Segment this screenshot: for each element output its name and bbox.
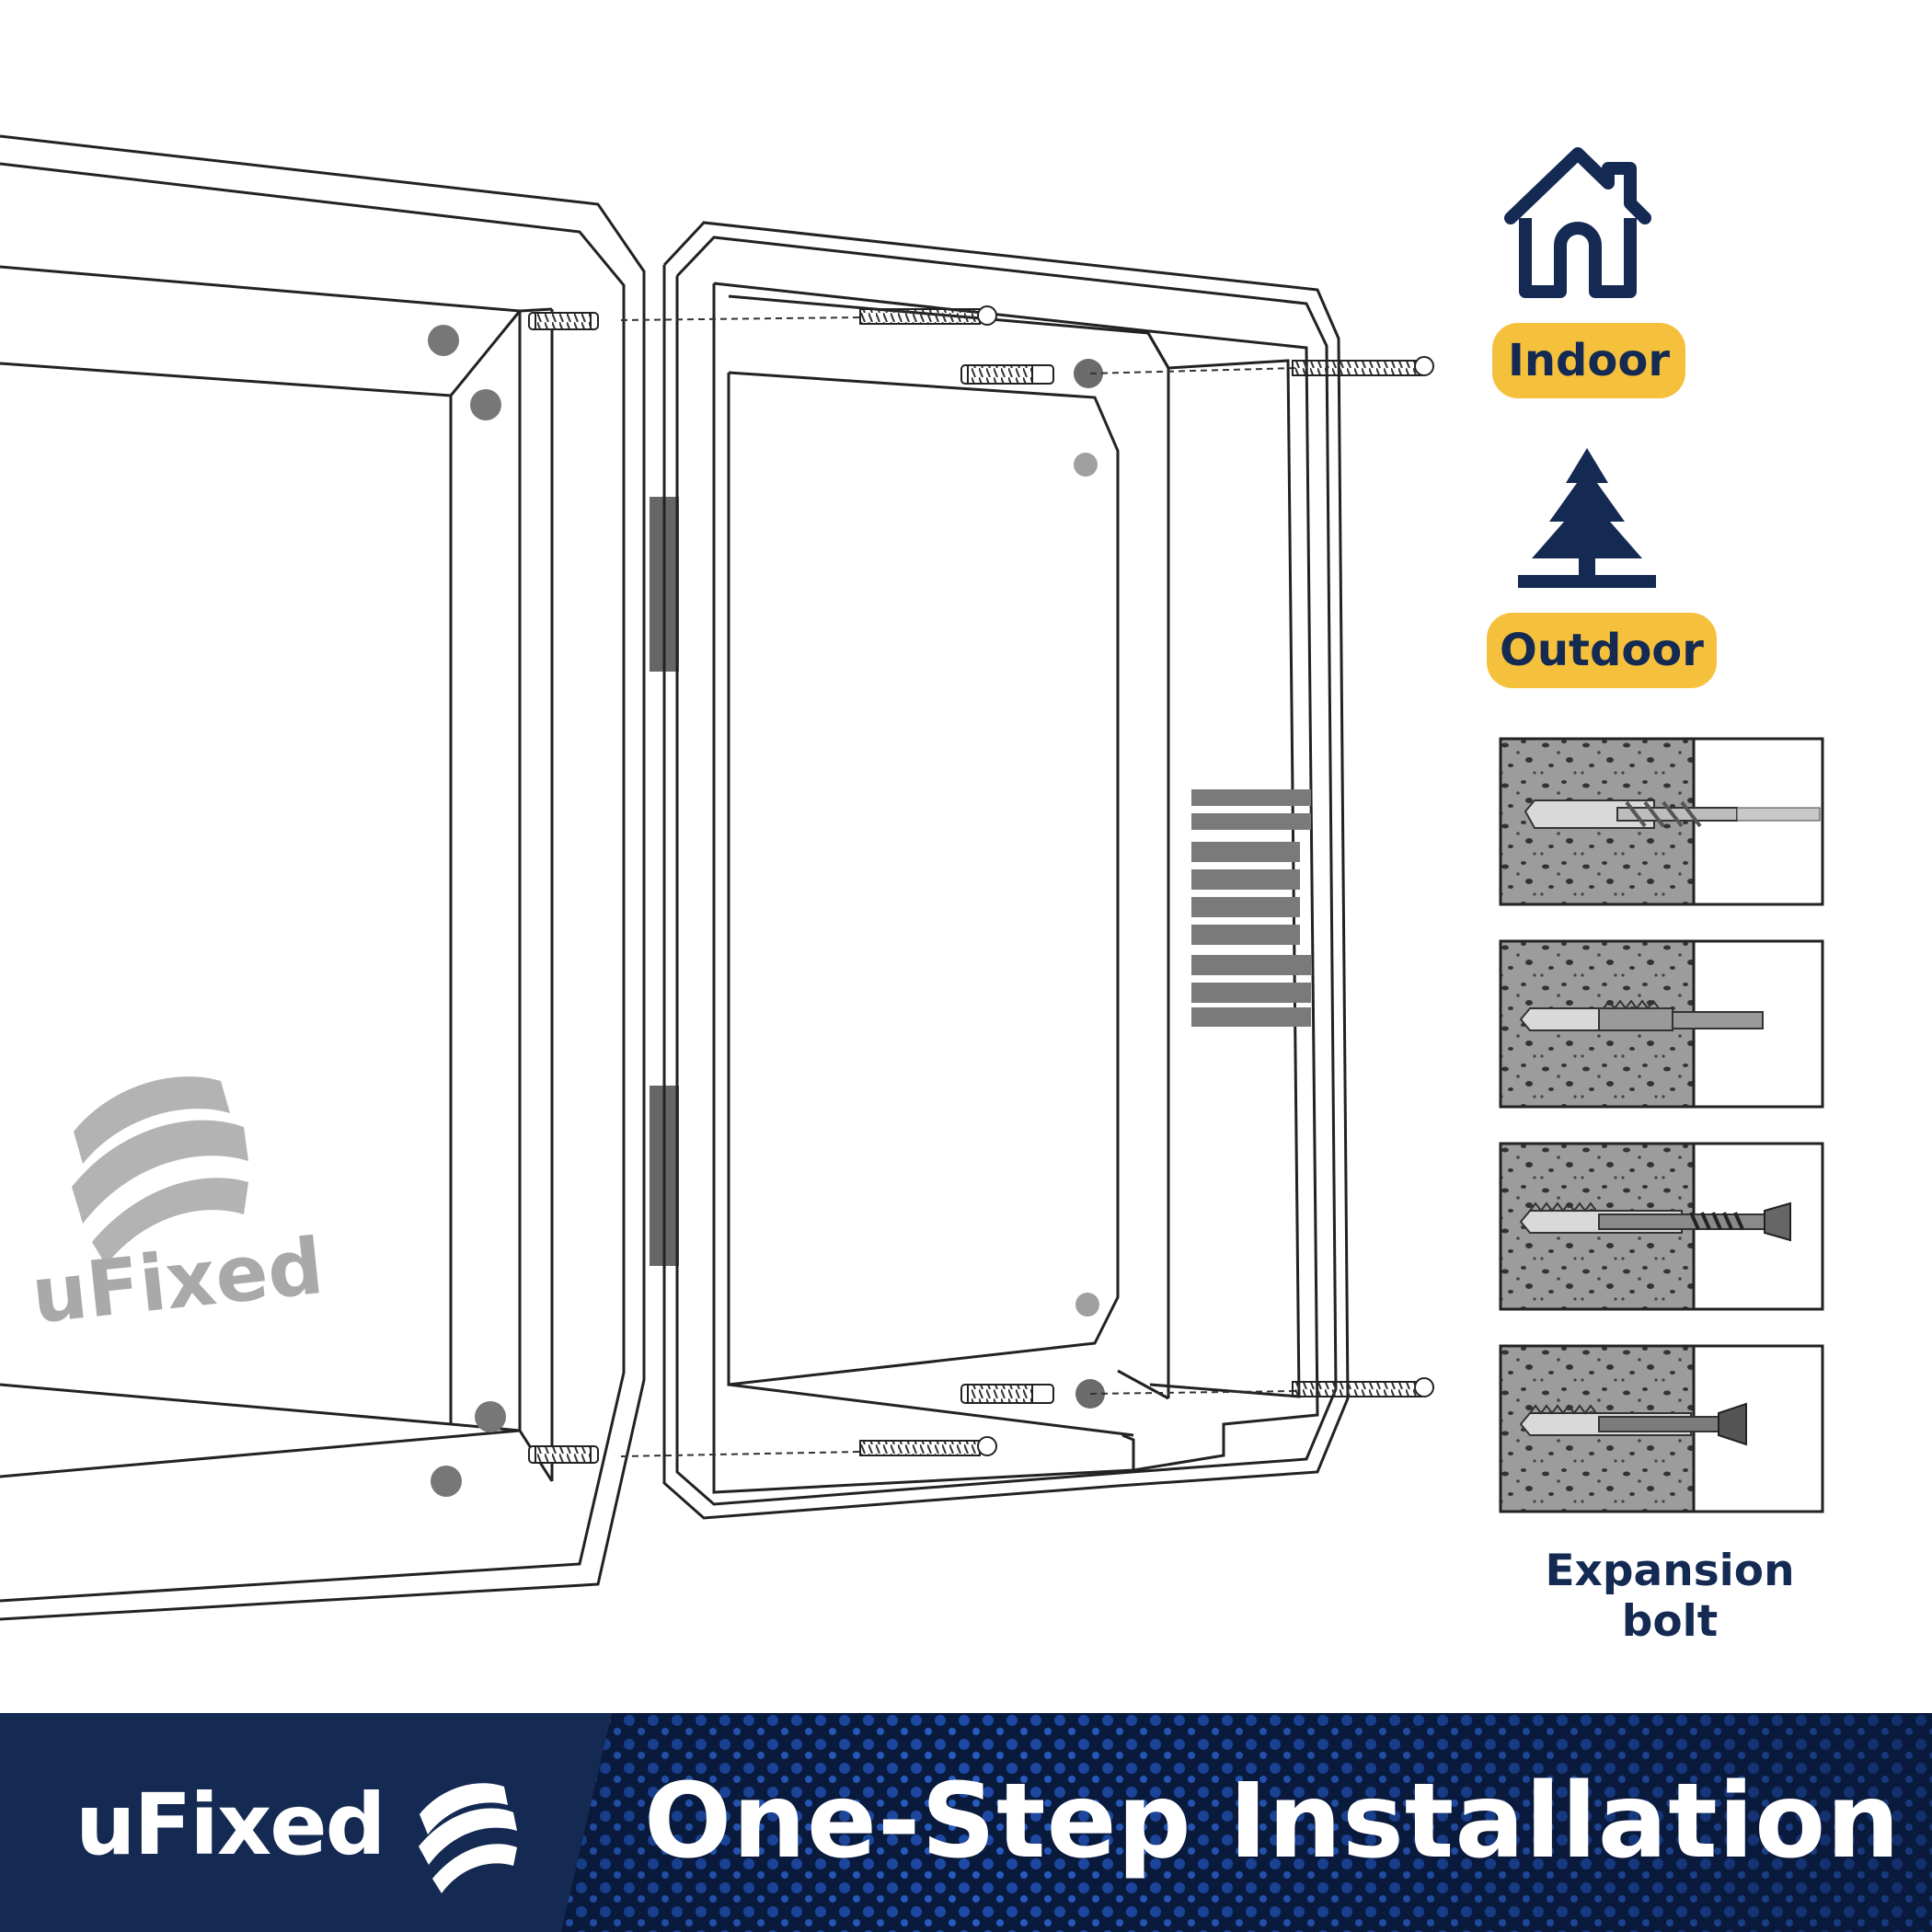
house-icon	[1504, 147, 1651, 298]
body-screw-bosses	[1074, 359, 1105, 1409]
step-drill-hole	[1499, 737, 1824, 906]
alignment-lines	[620, 316, 1298, 1457]
outdoor-badge: Outdoor	[1487, 613, 1717, 688]
lid-screw-bosses	[428, 325, 506, 1497]
indoor-badge: Indoor	[1492, 323, 1685, 398]
enclosure-lid	[0, 134, 646, 1621]
step-insert-anchor	[1499, 939, 1824, 1109]
step-screw-fixed	[1499, 1344, 1824, 1513]
footer-title: One-Step Installation	[644, 1762, 1901, 1881]
watermark-logo	[72, 1076, 248, 1265]
screws-and-anchors	[528, 305, 1434, 1464]
expansion-bolt-steps	[1499, 737, 1824, 1513]
enclosure-body	[662, 221, 1350, 1520]
step-drive-screw	[1499, 1142, 1824, 1311]
enclosure-installation-diagram	[0, 134, 1434, 1621]
tree-icon	[1518, 448, 1656, 588]
vent-grille	[1191, 789, 1311, 1027]
footer-banner	[0, 1713, 1932, 1932]
expansion-bolt-label: Expansion bolt	[1545, 1546, 1795, 1647]
footer-brand-name: uFixed	[75, 1776, 385, 1874]
footer-logo-icon	[419, 1783, 517, 1893]
